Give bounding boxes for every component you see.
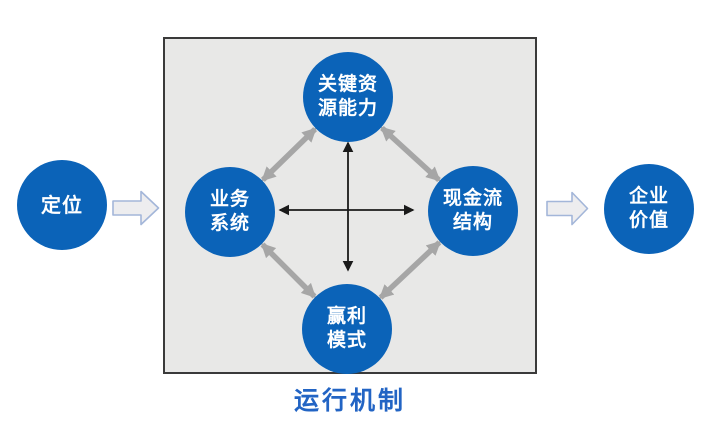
node-profit-model-line1: 赢利 — [326, 305, 367, 328]
node-cash-flow: 现金流 结构 — [428, 166, 518, 256]
flow-right-arrow-icon — [546, 191, 589, 226]
node-profit-model-line2: 模式 — [326, 329, 367, 351]
node-cash-flow-line2: 结构 — [452, 211, 493, 233]
node-cash-flow-line1: 现金流 — [442, 187, 503, 210]
diagram-caption: 运行机制 — [293, 386, 406, 415]
diagonal-double-arrows — [260, 125, 442, 300]
node-enterprise-value-line1: 企业 — [628, 185, 669, 208]
node-key-resources: 关键资 源能力 — [303, 52, 393, 142]
node-enterprise-value: 企业 价值 — [604, 164, 694, 254]
node-profit-model: 赢利 模式 — [302, 284, 392, 374]
connector-arrows — [260, 125, 442, 300]
node-business-system-line2: 系统 — [209, 212, 250, 234]
node-business-system: 业务 系统 — [185, 167, 275, 257]
flow-right-arrow-icon — [112, 190, 160, 226]
node-positioning: 定位 — [17, 160, 107, 250]
node-positioning-label: 定位 — [41, 192, 83, 217]
node-enterprise-value-line2: 价值 — [628, 209, 669, 231]
node-business-system-line1: 业务 — [209, 188, 250, 211]
mechanism-box: 关键资 源能力 业务 系统 现金流 结构 赢利 模式 — [163, 37, 537, 374]
node-key-resources-line1: 关键资 — [317, 73, 378, 96]
cross-double-arrows — [278, 141, 415, 272]
node-key-resources-line2: 源能力 — [317, 97, 378, 119]
